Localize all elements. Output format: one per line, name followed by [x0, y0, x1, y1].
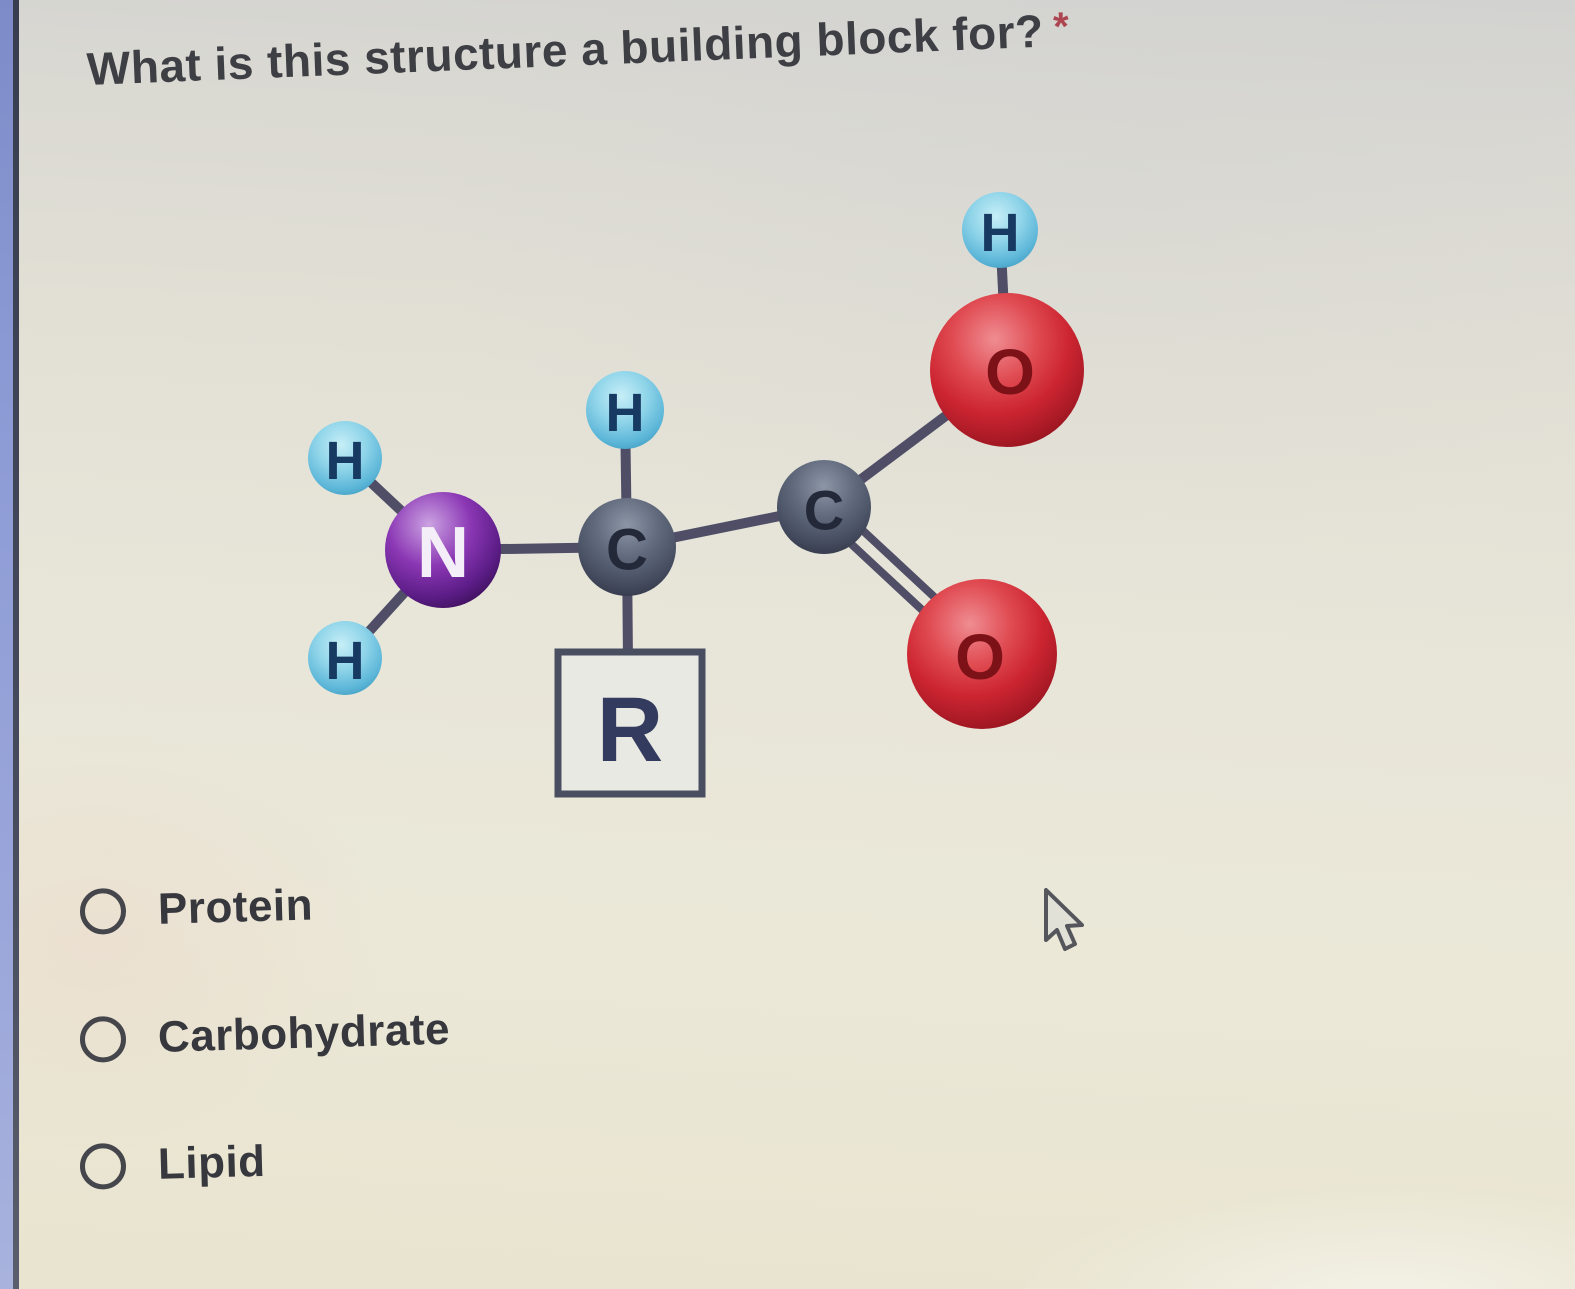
atom-hydrogen-alpha: H: [586, 371, 664, 449]
atom-hydrogen-upper-left-label: H: [326, 431, 365, 491]
radio-lipid[interactable]: [79, 1142, 127, 1190]
mouse-cursor-icon: [1044, 888, 1084, 951]
atom-hydrogen-lower-left-label: H: [326, 631, 365, 691]
option-protein-label: Protein: [157, 880, 314, 934]
atom-oxygen-top: O: [930, 293, 1084, 447]
atom-hydrogen-upper-left: H: [308, 421, 382, 495]
atom-oxygen-top-label: O: [985, 336, 1035, 408]
atom-alpha-carbon: C: [578, 498, 676, 596]
option-carbohydrate[interactable]: Carbohydrate: [79, 1004, 451, 1065]
left-edge-strip: [0, 0, 13, 1289]
atom-hydrogen-lower-left: H: [308, 621, 382, 695]
r-group-box: R: [554, 648, 706, 798]
atom-oxygen-bottom: O: [907, 579, 1057, 729]
atom-carboxyl-carbon: C: [777, 460, 871, 554]
atom-alpha-carbon-label: C: [606, 518, 648, 583]
option-protein[interactable]: Protein: [79, 880, 314, 937]
left-edge-border: [13, 0, 19, 1289]
atom-carboxyl-carbon-label: C: [804, 479, 844, 542]
r-group-label: R: [597, 679, 663, 781]
atom-hydrogen-alpha-label: H: [606, 383, 645, 443]
atom-hydrogen-hydroxyl-label: H: [981, 203, 1020, 263]
option-lipid-label: Lipid: [157, 1136, 267, 1189]
atom-oxygen-bottom-label: O: [955, 621, 1005, 693]
option-carbohydrate-label: Carbohydrate: [157, 1004, 451, 1062]
option-lipid[interactable]: Lipid: [79, 1137, 266, 1192]
atom-nitrogen-label: N: [417, 513, 469, 593]
atom-hydrogen-hydroxyl: H: [962, 192, 1038, 268]
radio-protein[interactable]: [79, 887, 127, 935]
atom-nitrogen: N: [385, 492, 501, 608]
radio-carbohydrate[interactable]: [79, 1015, 127, 1063]
